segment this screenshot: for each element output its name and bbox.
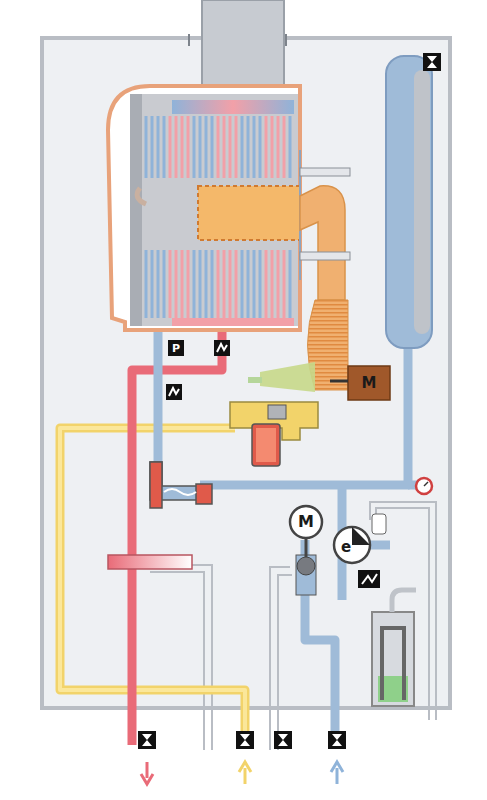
fan-motor	[348, 366, 390, 400]
gas-pipe	[60, 428, 245, 740]
pressure-sensor	[168, 340, 184, 356]
pump	[334, 527, 370, 563]
relief-valve	[358, 570, 380, 588]
pressure-gauge	[416, 478, 432, 494]
motor-letter: M	[362, 376, 377, 391]
pump-letter: e	[341, 540, 351, 555]
dhw-pipes	[150, 502, 436, 750]
isolation-valves	[138, 53, 441, 749]
flow-arrows	[141, 762, 343, 784]
motor-letter: M	[298, 514, 314, 530]
casing	[42, 38, 450, 708]
return-pipes	[158, 328, 422, 745]
flow-pipe	[132, 328, 222, 745]
expansion-vessel	[386, 56, 432, 348]
sensor-letter: P	[172, 343, 180, 354]
burner	[198, 186, 300, 240]
flow-tee	[108, 555, 192, 569]
diverter-motor	[290, 506, 322, 538]
heat-exchanger-shell	[108, 86, 300, 330]
mixing-tube	[300, 186, 345, 300]
air-vent	[372, 514, 386, 534]
temperature-sensor	[166, 340, 230, 400]
condensate-trap	[372, 590, 416, 706]
diverter-valve	[296, 555, 316, 595]
